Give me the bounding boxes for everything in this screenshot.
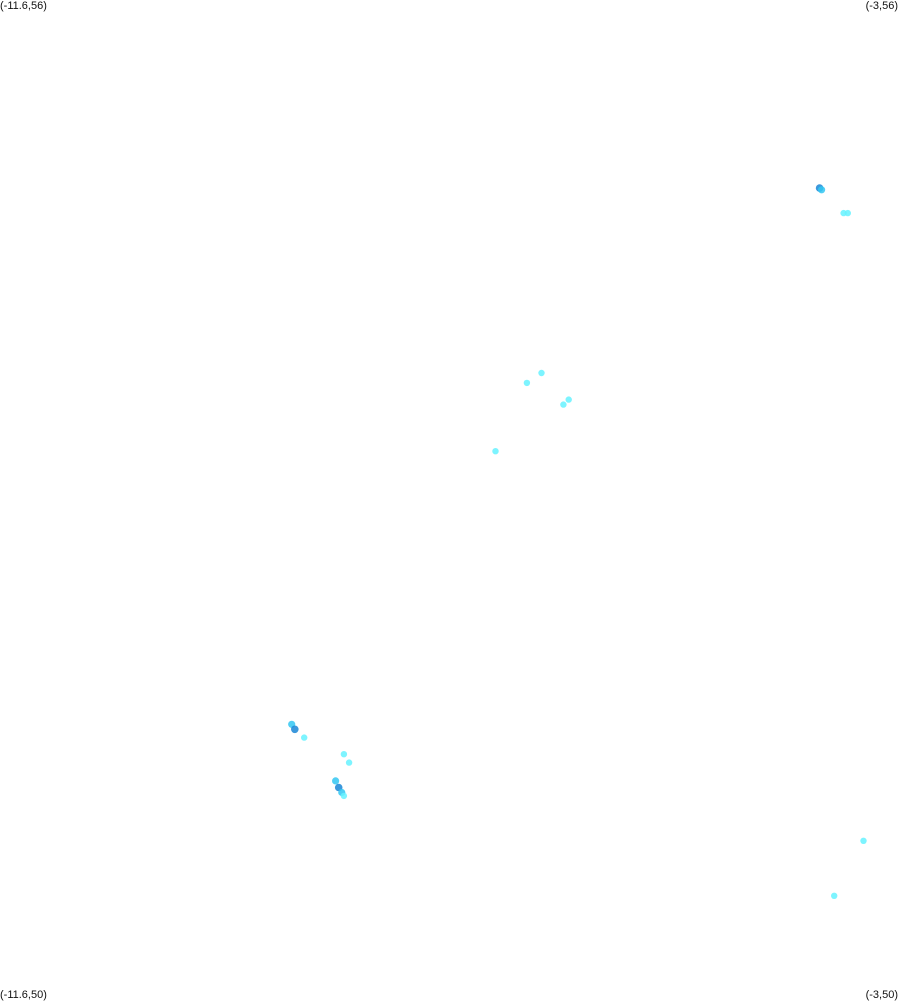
data-point xyxy=(844,209,851,217)
south-east-cluster xyxy=(831,837,867,899)
central-north-cluster xyxy=(492,369,572,455)
corner-label-bottom-left: (-11.6,50) xyxy=(0,989,47,1001)
data-point xyxy=(492,448,499,455)
data-point xyxy=(340,792,348,800)
data-point xyxy=(301,734,308,741)
data-point xyxy=(831,892,838,899)
data-point xyxy=(560,401,567,408)
data-point xyxy=(332,777,340,785)
data-point xyxy=(565,396,572,403)
corner-label-top-left: (-11.6,56) xyxy=(0,0,47,12)
data-point xyxy=(538,369,545,377)
north-east-cluster xyxy=(815,184,851,217)
corner-label-top-right: (-3,56) xyxy=(865,0,898,12)
data-point xyxy=(818,186,826,194)
data-point xyxy=(291,725,299,734)
data-point xyxy=(340,751,348,758)
points-layer xyxy=(288,184,867,899)
corner-label-bottom-right: (-3,50) xyxy=(865,989,898,1001)
data-point xyxy=(523,379,531,387)
west-cluster xyxy=(288,720,353,800)
data-point xyxy=(860,837,867,844)
data-point xyxy=(345,759,353,766)
